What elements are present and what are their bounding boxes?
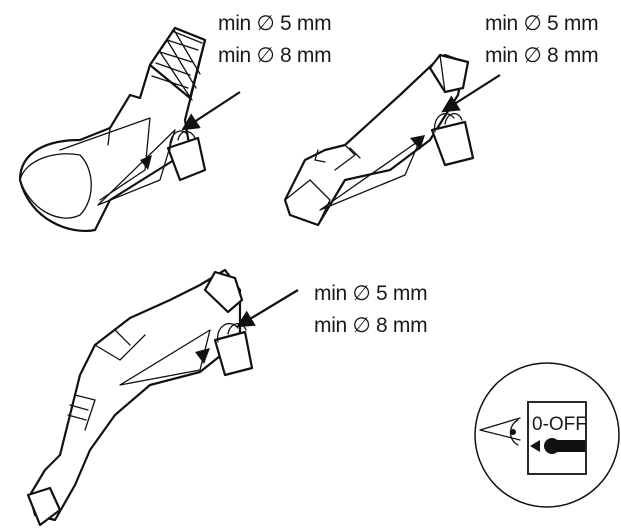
switch-label-box [527, 401, 587, 475]
clamp-1-min5-text: min ∅ 5 mm [218, 12, 331, 35]
switch-indicator: 0-OFF [474, 362, 620, 508]
clamp-3-illustration [26, 268, 254, 527]
eye-icon [479, 417, 521, 446]
clamp-1-min8-text: min ∅ 8 mm [218, 44, 331, 67]
clamp-3-min8-text: min ∅ 8 mm [314, 314, 427, 337]
switch-off-label: 0-OFF [532, 414, 587, 435]
clamp-1-arrow [181, 91, 241, 131]
clamp-2-min8-text: min ∅ 8 mm [485, 44, 598, 67]
clamp-1-illustration [18, 26, 207, 232]
clamp-2-min5-text: min ∅ 5 mm [485, 12, 598, 35]
clamp-3-arrow [236, 289, 299, 328]
clamp-2-arrow [441, 74, 501, 113]
clamp-2-illustration [283, 53, 475, 227]
clamp-3-min5-text: min ∅ 5 mm [314, 282, 427, 305]
switch-lever-icon [530, 438, 585, 454]
